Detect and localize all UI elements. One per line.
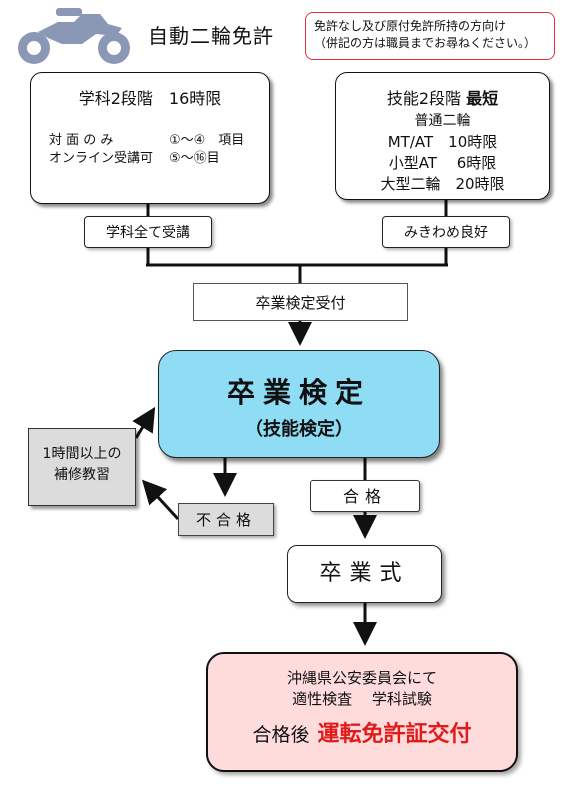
final-line-2: 適性検査 学科試験 (292, 690, 432, 708)
in-person-value: ①～④ 項目 (169, 133, 245, 148)
exam-title: 卒業検定 (226, 376, 371, 409)
skill-line-3: 小型AT 6時限 (388, 154, 497, 172)
final-line-3: 合格後運転免許証交付 (208, 716, 516, 748)
skill-title: 技能2段階 最短 (336, 85, 549, 109)
academic-condition: 学科全て受講 (84, 216, 212, 248)
final-prefix: 合格後 (252, 724, 310, 746)
remedial-line-1: 1時間以上の (42, 446, 122, 462)
exam-receipt-box: 卒業検定受付 (193, 283, 408, 321)
academic-row-online: オンライン受講可 ⑤～⑯目 (49, 147, 220, 166)
license-issuance-text: 運転免許証交付 (317, 722, 472, 747)
skill-line-2: MT/AT 10時限 (387, 133, 498, 151)
academic-stage-box: 学科2段階 16時限 対 面 の み ①～④ 項目 オンライン受講可 ⑤～⑯目 (30, 72, 270, 204)
skill-stage-box: 技能2段階 最短 普通二輪 MT/AT 10時限 小型AT 6時限 大型二輪 2… (335, 72, 550, 200)
note-line-1: 免許なし及び原付免許所持の方向け (314, 19, 507, 33)
page-title: 自動二輪免許 (148, 24, 274, 48)
graduation-ceremony-box: 卒業式 (287, 545, 442, 603)
academic-row-in-person: 対 面 の み ①～④ 項目 (49, 129, 244, 148)
skill-line-4: 大型二輪 20時限 (380, 175, 505, 193)
license-issuance-box: 沖縄県公安委員会にて 適性検査 学科試験 合格後運転免許証交付 (206, 652, 518, 772)
motorcycle-icon (18, 8, 130, 64)
fail-box: 不合格 (178, 503, 274, 536)
skill-title-prefix: 技能2段階 (386, 89, 462, 108)
exam-subtitle: （技能検定） (245, 419, 353, 440)
remedial-line-2: 補修教習 (54, 467, 110, 483)
note-line-2: （併記の方は職員までお尋ねください。） (314, 36, 537, 50)
skill-line-1: 普通二輪 (414, 113, 471, 129)
online-value: ⑤～⑯目 (169, 151, 220, 166)
in-person-label: 対 面 の み (49, 133, 114, 148)
pass-box: 合格 (310, 480, 420, 512)
online-label: オンライン受講可 (49, 151, 154, 166)
graduation-exam-box: 卒業検定 （技能検定） (158, 350, 440, 458)
academic-title: 学科2段階 16時限 (78, 89, 222, 108)
skill-title-bold: 最短 (466, 89, 499, 108)
remedial-lesson-box: 1時間以上の 補修教習 (28, 428, 136, 506)
skill-condition: みきわめ良好 (382, 216, 510, 248)
eligibility-note: 免許なし及び原付免許所持の方向け （併記の方は職員までお尋ねください。） (305, 12, 555, 60)
final-line-1: 沖縄県公安委員会にて (286, 669, 437, 687)
